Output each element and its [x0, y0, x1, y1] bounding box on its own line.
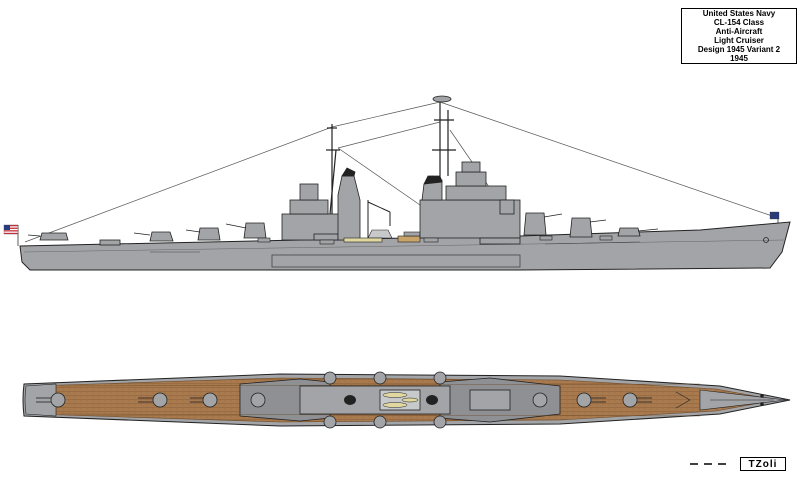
- title-line-class: CL-154 Class: [713, 18, 765, 27]
- aft-mast: [326, 124, 340, 215]
- aft-funnel-top: [344, 395, 356, 405]
- top-boats: [382, 392, 419, 408]
- rigging: [24, 101, 779, 243]
- top-superstructure: [239, 377, 561, 423]
- us-flag-icon: [3, 224, 19, 246]
- crane: [367, 200, 391, 238]
- artist-signature: TZoli: [740, 457, 786, 471]
- title-line-year: 1945: [730, 54, 748, 63]
- bow-detail: [675, 391, 774, 409]
- aft-superstructure: [281, 167, 361, 241]
- forward-mast: [432, 100, 456, 176]
- boats: [343, 229, 421, 243]
- side-turrets: [27, 212, 659, 246]
- title-line-type: Light Cruiser: [714, 36, 764, 45]
- fwd-funnel-top: [426, 395, 438, 405]
- top-turrets: [36, 371, 652, 429]
- radar-dish-icon: [432, 95, 452, 103]
- title-line-design: Design 1945 Variant 2: [697, 45, 781, 54]
- title-block: United States Navy CL-154 Class Anti-Air…: [681, 8, 797, 64]
- aa-mounts: [257, 235, 613, 245]
- title-line-navy: United States Navy: [702, 9, 776, 18]
- title-line-role: Anti-Aircraft: [715, 27, 763, 36]
- forward-superstructure: [419, 161, 521, 245]
- anchor-icon: [763, 237, 769, 243]
- side-profile: [3, 95, 791, 271]
- armor-belt: [271, 254, 521, 268]
- top-view: [22, 371, 791, 429]
